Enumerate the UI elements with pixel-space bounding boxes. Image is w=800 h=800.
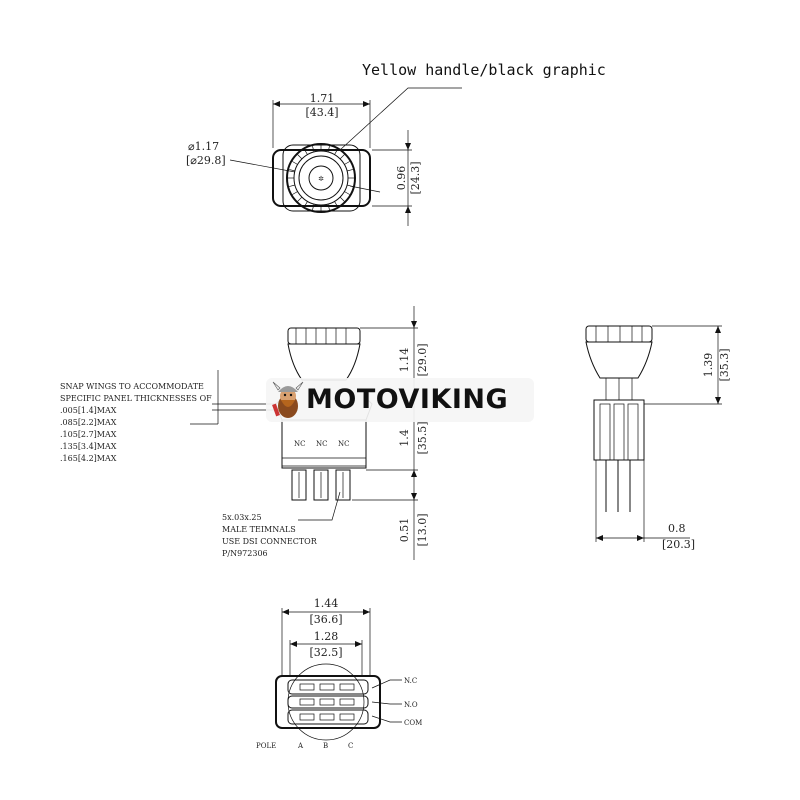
terminal-note: 5x.03x.25 MALE TEIMNALS USE DSI CONNECTO…: [222, 513, 318, 558]
top-dia-in: ⌀1.17: [188, 140, 219, 153]
top-view: 1.71 [43.4] ✲ ⌀1.17 [⌀29.8] 0.96 [24.3]: [186, 92, 422, 226]
front-view: NC NC NC 1.14 [29.0] 1.4 [35.5] 0.51 [13…: [190, 306, 429, 560]
bottom-label-nc: N.C: [404, 677, 417, 685]
side-view: 1.39 [35.3] 0.8 [20.3]: [585, 325, 731, 551]
bottom-inner-in: 1.28: [314, 630, 339, 643]
side-height-mm: [35.3]: [718, 348, 731, 381]
bottom-label-no: N.O: [404, 701, 418, 709]
snap-wing-note: SNAP WINGS TO ACCOMMODATE SPECIFIC PANEL…: [60, 382, 212, 463]
front-upper-in: 1.14: [398, 348, 411, 373]
pole-a: A: [297, 742, 304, 750]
callout-text: Yellow handle/black graphic: [362, 61, 606, 79]
snap-note-line-2: SPECIFIC PANEL THICKNESSES OF: [60, 394, 212, 403]
side-height-in: 1.39: [702, 353, 715, 378]
snap-note-line-6: .135[3.4]MAX: [60, 442, 117, 451]
terminal-note-line-2: MALE TEIMNALS: [222, 525, 296, 534]
bottom-view: 1.44 [36.6] 1.28 [32.5] N.C N.O COM POLE…: [256, 597, 422, 750]
bottom-inner-mm: [32.5]: [309, 646, 342, 659]
bottom-outer-mm: [36.6]: [309, 613, 342, 626]
front-contact-2: NC: [316, 440, 327, 448]
bottom-label-com: COM: [404, 719, 422, 727]
top-height-mm: [24.3]: [409, 161, 422, 194]
front-lower-mm: [13.0]: [416, 513, 429, 546]
front-mid-mm: [35.5]: [416, 421, 429, 454]
side-depth-mm: [20.3]: [662, 538, 695, 551]
snap-note-line-3: .005[1.4]MAX: [60, 406, 117, 415]
snap-note-line-5: .105[2.7]MAX: [60, 430, 117, 439]
snap-note-line-1: SNAP WINGS TO ACCOMMODATE: [60, 382, 204, 391]
side-depth-in: 0.8: [668, 522, 686, 535]
terminal-note-line-1: 5x.03x.25: [222, 513, 262, 522]
front-contact-1: NC: [294, 440, 305, 448]
terminal-note-line-3: USE DSI CONNECTOR: [222, 537, 318, 546]
top-width-in: 1.71: [310, 92, 335, 105]
pole-b: B: [323, 742, 328, 750]
snap-note-line-7: .165[4.2]MAX: [60, 454, 117, 463]
pole-label: POLE: [256, 742, 276, 750]
pole-c: C: [348, 742, 353, 750]
front-upper-mm: [29.0]: [416, 343, 429, 376]
top-width-mm: [43.4]: [305, 106, 338, 119]
front-mid-in: 1.4: [398, 429, 411, 447]
front-contact-3: NC: [338, 440, 349, 448]
snap-note-line-4: .085[2.2]MAX: [60, 418, 117, 427]
svg-text:✲: ✲: [318, 175, 324, 183]
callout-leader: [339, 87, 462, 151]
viking-mascot-logo: [272, 381, 304, 418]
terminal-note-line-4: P/N972306: [222, 549, 268, 558]
watermark-banner: [266, 378, 534, 422]
watermark-text: MOTOVIKING: [306, 384, 509, 415]
front-lower-in: 0.51: [398, 518, 411, 543]
top-dia-mm: [⌀29.8]: [186, 154, 226, 167]
top-height-in: 0.96: [395, 166, 408, 191]
bottom-outer-in: 1.44: [314, 597, 339, 610]
